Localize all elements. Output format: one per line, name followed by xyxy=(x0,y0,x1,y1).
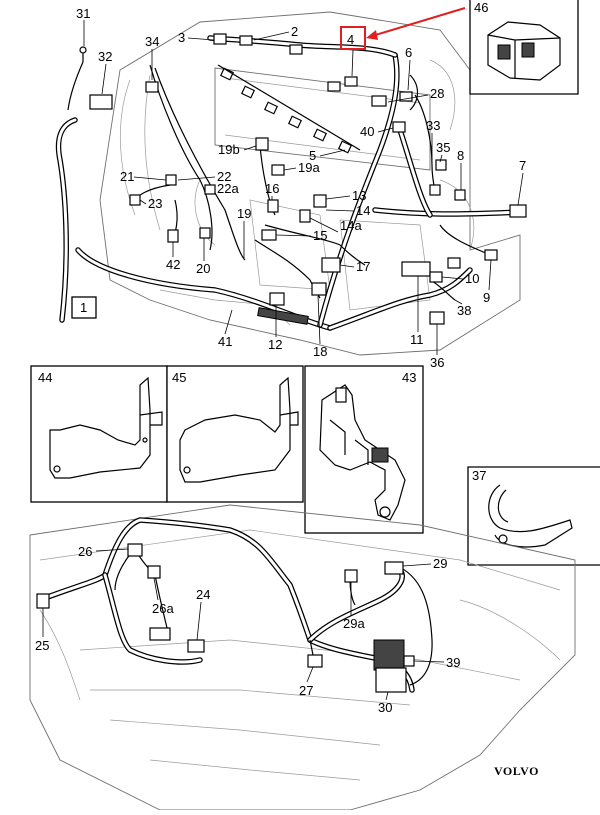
callout-18: 18 xyxy=(313,344,327,359)
panel-43-label: 43 xyxy=(402,370,416,385)
panel-45-label: 45 xyxy=(172,370,186,385)
callout-11: 11 xyxy=(410,332,424,347)
callout-26a: 26a xyxy=(152,601,174,616)
callout-39: 39 xyxy=(446,655,460,670)
detail-panel-46: 46 xyxy=(469,0,579,95)
callout-40: 40 xyxy=(360,124,374,139)
engine-callouts: 31 32 34 3 2 4 6 28 40 33 35 8 7 19b 5 1… xyxy=(76,6,526,370)
callout-19a: 19a xyxy=(298,160,320,175)
callout-26: 26 xyxy=(78,544,92,559)
callout-6: 6 xyxy=(405,45,412,60)
callout-8: 8 xyxy=(457,148,464,163)
callout-17: 17 xyxy=(356,259,370,274)
engine-connectors xyxy=(79,33,527,325)
callout-32: 32 xyxy=(98,49,112,64)
detail-panel-37: 37 xyxy=(467,466,600,566)
callout-27: 27 xyxy=(299,683,313,698)
callout-42: 42 xyxy=(166,257,180,272)
callout-33: 33 xyxy=(426,118,440,133)
callout-5: 5 xyxy=(309,148,316,163)
detail-panel-43: 43 xyxy=(304,365,424,534)
callout-3: 3 xyxy=(178,30,185,45)
callout-29a: 29a xyxy=(343,616,365,631)
callout-35: 35 xyxy=(436,140,450,155)
callout-31: 31 xyxy=(76,6,90,21)
panel-44-label: 44 xyxy=(38,370,52,385)
callout-19b: 19b xyxy=(218,142,240,157)
callout-12: 12 xyxy=(268,337,282,352)
callout-41: 41 xyxy=(218,334,232,349)
callout-28: 28 xyxy=(430,86,444,101)
callout-14a: 14a xyxy=(340,218,362,233)
panel-46-label: 46 xyxy=(474,0,488,15)
callout-10: 10 xyxy=(465,271,479,286)
callout-1-box xyxy=(71,296,97,319)
callout-34: 34 xyxy=(145,34,159,49)
volvo-logo: VOLVO xyxy=(494,764,539,778)
callout-9: 9 xyxy=(483,290,490,305)
callout-4: 4 xyxy=(347,32,354,47)
callout-13: 13 xyxy=(352,188,366,203)
callout-36: 36 xyxy=(430,355,444,370)
callout-25: 25 xyxy=(35,638,49,653)
callout-20: 20 xyxy=(196,261,210,276)
callout-1: 1 xyxy=(80,300,87,315)
callout-7: 7 xyxy=(519,158,526,173)
detail-panel-45: 45 xyxy=(166,365,304,503)
front-end-outline xyxy=(29,504,576,811)
callout-38: 38 xyxy=(457,303,471,318)
callout-19: 19 xyxy=(237,206,251,221)
callout-29: 29 xyxy=(433,556,447,571)
callout-4-highlight xyxy=(340,26,366,50)
callout-14: 14 xyxy=(356,203,370,218)
callout-21: 21 xyxy=(120,169,134,184)
callout-16: 16 xyxy=(265,181,279,196)
callout-30: 30 xyxy=(378,700,392,715)
engine-outline xyxy=(99,11,521,356)
callout-22a: 22a xyxy=(217,181,239,196)
coil-pack-row xyxy=(217,64,361,154)
callout-24: 24 xyxy=(196,587,210,602)
callout-2: 2 xyxy=(291,24,298,39)
panel-37-label: 37 xyxy=(472,468,486,483)
callout-23: 23 xyxy=(148,196,162,211)
callout-22: 22 xyxy=(217,169,231,184)
callout-15: 15 xyxy=(313,228,327,243)
detail-panel-44: 44 xyxy=(30,365,168,503)
front-callouts: 26 26a 24 25 29 29a 39 27 30 xyxy=(35,544,460,715)
front-connectors xyxy=(36,543,415,693)
